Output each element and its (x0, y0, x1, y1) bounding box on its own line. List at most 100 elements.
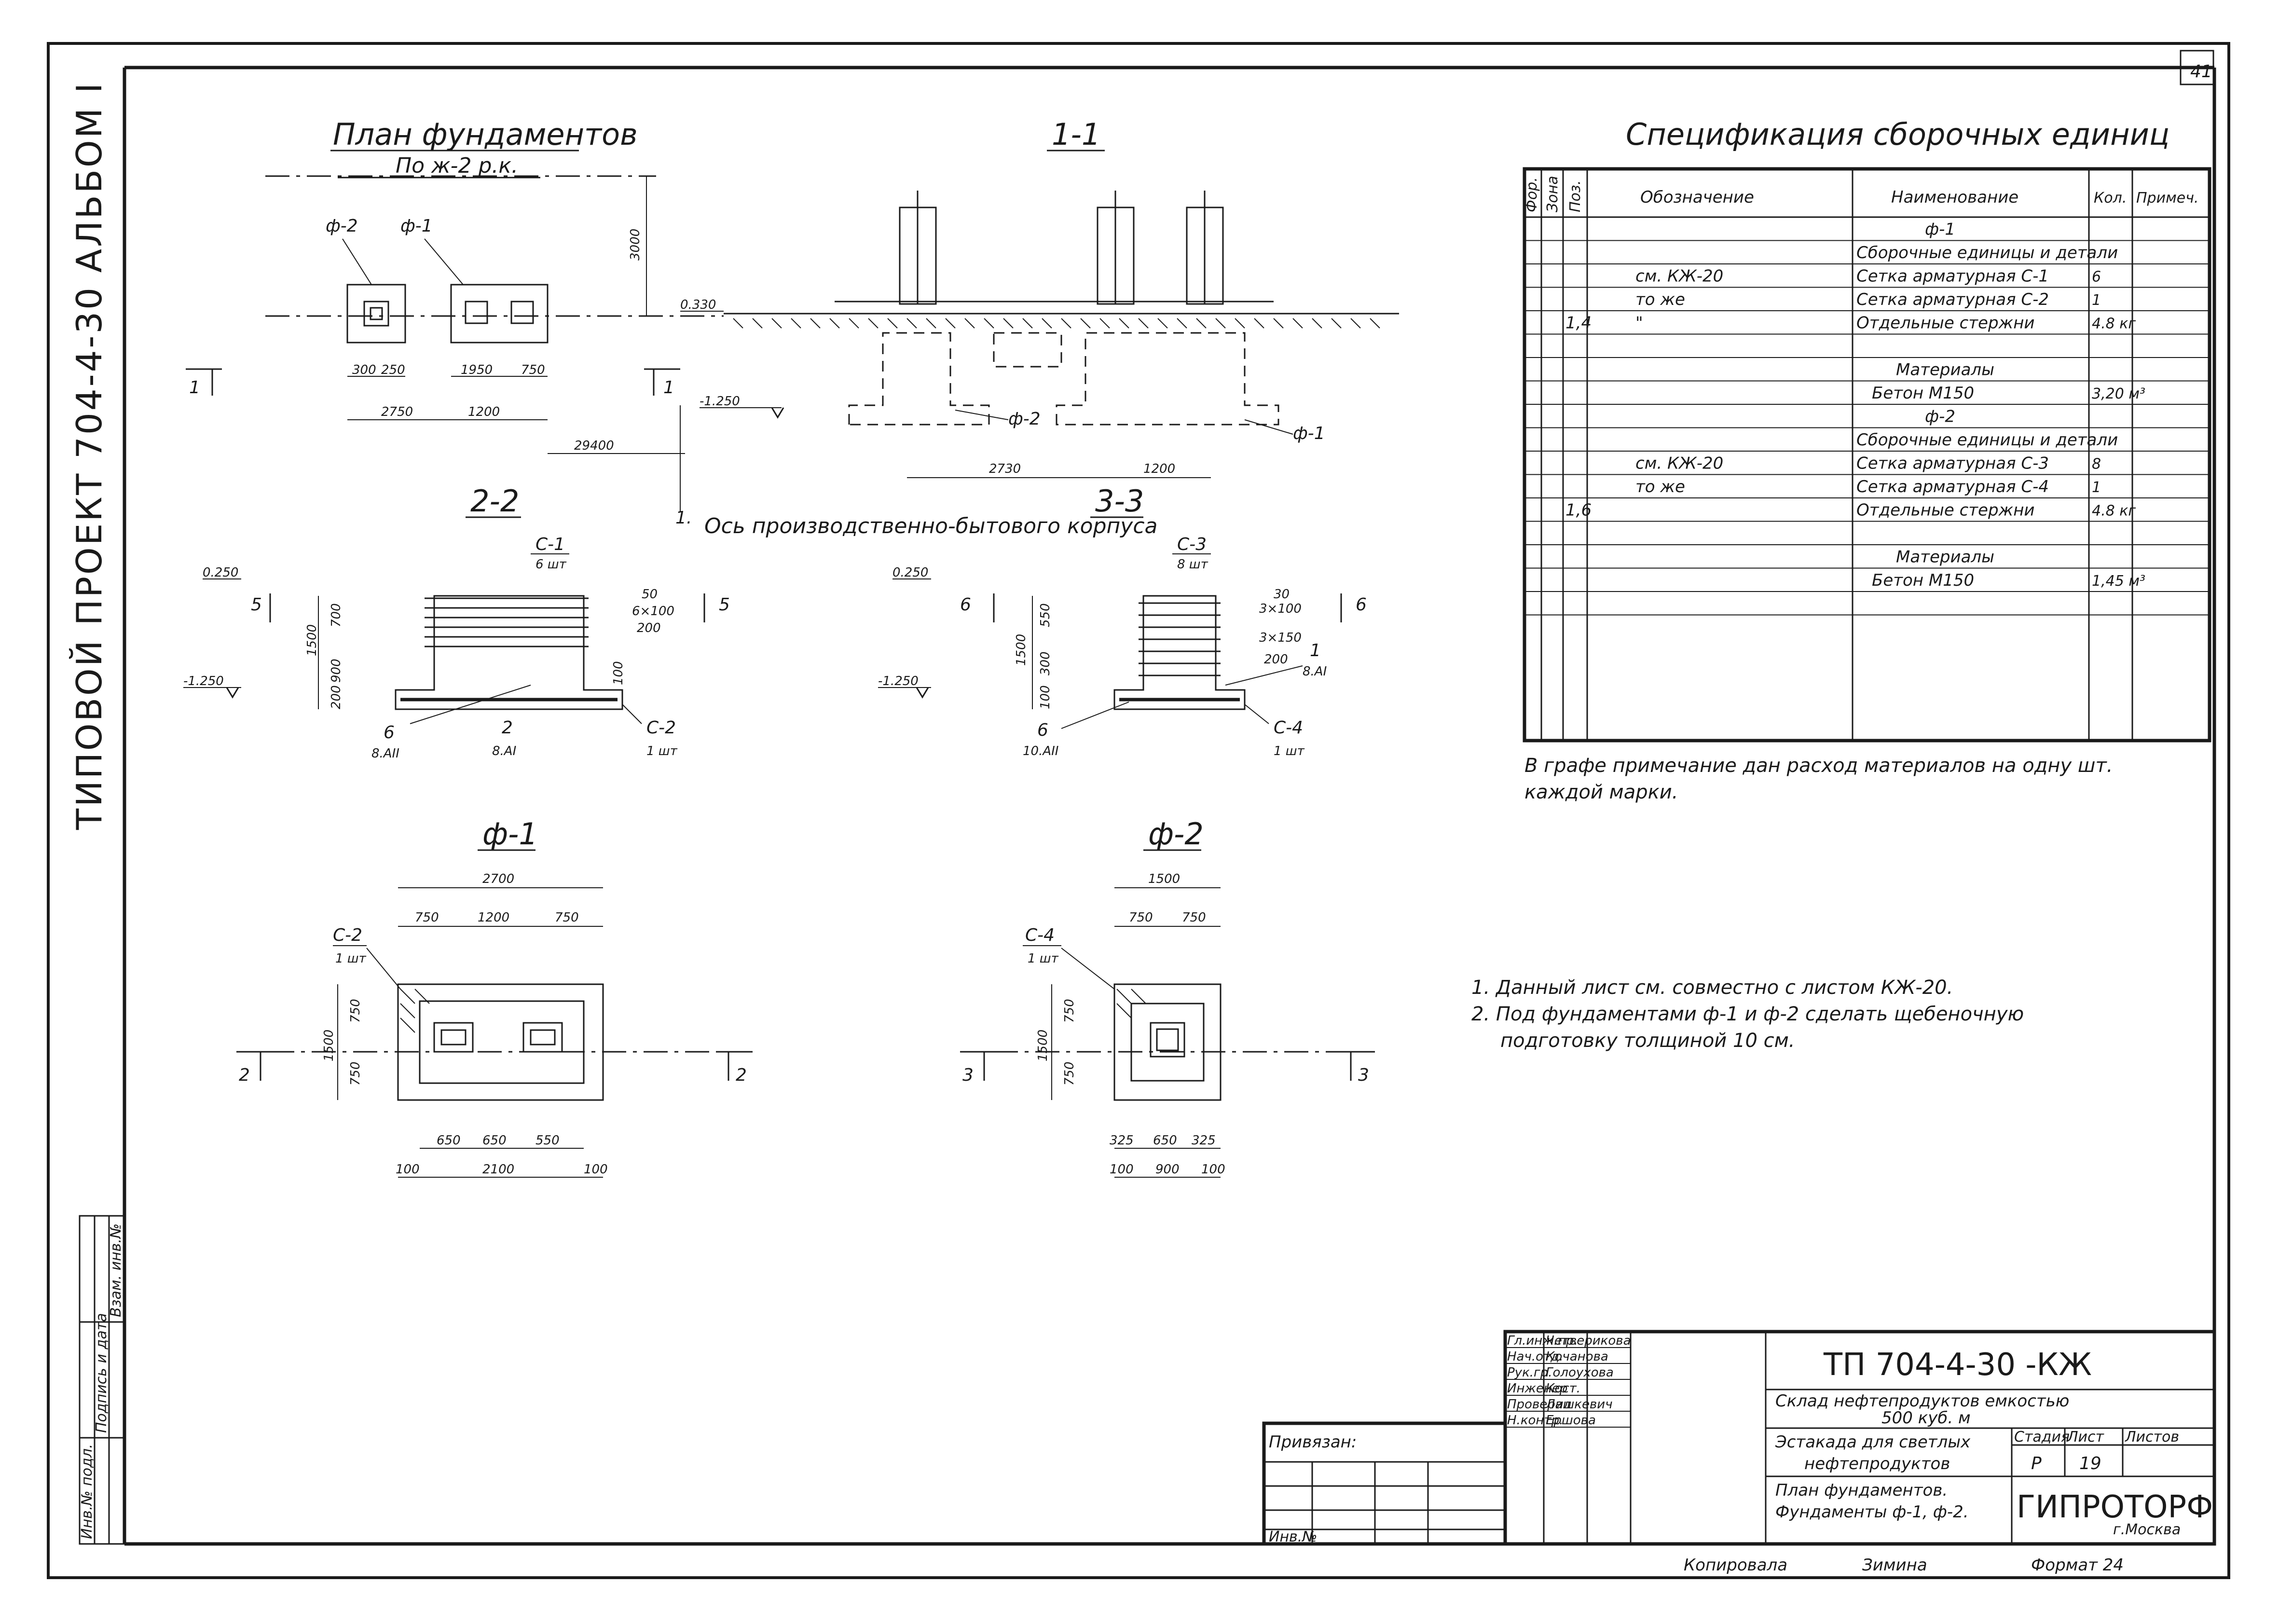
s33-mark-6b: 6 (1356, 595, 1367, 615)
s33-mesh-top: С-3 (1177, 535, 1207, 554)
s33-dim-2: 550 (1038, 603, 1053, 627)
s22-mark-5b: 5 (719, 595, 730, 615)
tb-format: Формат 24 (2031, 1555, 2124, 1575)
spec-cell-name: Отдельные стержни (1856, 501, 2035, 520)
section-2-2: 2-2 С-1 6 шт 0.250 -1.250 5 5 1500 700 9… (183, 483, 730, 761)
s22-dim-7: 200 (637, 621, 661, 635)
tb-sheet-2: Фундаменты ф-1, ф-2. (1775, 1502, 1969, 1522)
note-1: 1. Данный лист см. совместно с листом КЖ… (1471, 977, 1953, 999)
s22-level-top: 0.250 (203, 565, 238, 580)
spec-cell-qty: 1,45 м³ (2092, 573, 2145, 590)
s33-dim-7: 3×150 (1259, 631, 1302, 645)
f1-dim-top-4: 750 (555, 910, 579, 925)
title-block: Гл.инж.пр.ЧетвериковаНач.отд.КочановаРук… (1262, 1330, 2216, 1575)
f1-dim-bot-3: 550 (535, 1133, 560, 1148)
spec-footnote-2: каждой марки. (1524, 781, 1678, 803)
s33-mark-6a: 6 (960, 595, 971, 615)
s11-level-bottom: -1.250 (700, 394, 740, 409)
specification-table: Спецификация сборочных единиц Фор. Зона … (1523, 117, 2211, 803)
note-3: подготовку толщиной 10 см. (1500, 1030, 1795, 1052)
section-2-2-title: 2-2 (470, 483, 519, 519)
plan-title: План фундаментов (333, 117, 638, 152)
plan-cut-1a: 1 (189, 378, 200, 398)
spec-hdr-name: Наименование (1891, 188, 2018, 207)
s22-ref-2-sub: 8.АI (492, 744, 516, 758)
spec-cell-name: Материалы (1896, 548, 1994, 567)
general-notes: 1. Данный лист см. совместно с листом КЖ… (1471, 977, 2024, 1052)
f1-title: ф-1 (482, 816, 538, 852)
spec-cell-qty: 1 (2092, 292, 2101, 309)
spec-cell-designation: то же (1635, 477, 1685, 496)
spec-cell-name: Сетка арматурная С-2 (1856, 290, 2049, 309)
s22-dim-5: 50 (642, 587, 658, 602)
spec-hdr-designation: Обозначение (1640, 188, 1754, 207)
spec-cell-name: Бетон М150 (1872, 384, 1974, 403)
spec-cell-name: Бетон М150 (1872, 571, 1974, 590)
spec-cell-name: ф-1 (1925, 220, 1955, 239)
spec-cell-pos: 1,6 (1565, 501, 1592, 520)
foundation-f2-plan: ф-2 1500 750 750 С-4 1 шт 1500 750 750 3… (960, 816, 1375, 1178)
tb-copier: Зимина (1862, 1555, 1927, 1575)
spec-cell-name: Сетка арматурная С-1 (1856, 267, 2049, 286)
tb-privyazan: Привязан: (1269, 1432, 1357, 1452)
plan-dim-6: 1200 (468, 405, 500, 419)
f1-cut-2a: 2 (239, 1065, 250, 1085)
f2-dim-top-3: 750 (1182, 910, 1206, 925)
spec-hdr-zone: Зона (1544, 176, 1561, 212)
spec-cell-qty: 3,20 м³ (2092, 385, 2145, 402)
s33-dim-8: 200 (1264, 652, 1288, 667)
side-stamp: Инв.№ подл. Подпись и дата Взам. инв.№ (79, 1215, 125, 1545)
spec-cell-name: Сборочные единицы и детали (1856, 430, 2118, 450)
side-title: ТИПОВОЙ ПРОЕКТ 704-4-30 АЛЬБОМ I (69, 81, 110, 830)
title-block-signatures: Гл.инж.пр.ЧетвериковаНач.отд.КочановаРук… (1505, 1334, 1631, 1428)
tb-role: Проверил (1507, 1397, 1571, 1412)
s22-dim-4: 200 (329, 685, 343, 709)
s22-ref-6-sub: 8.АII (371, 746, 399, 761)
f1-dim-top-3: 1200 (478, 910, 509, 925)
s22-level-bottom: -1.250 (183, 674, 224, 688)
s11-label-f2: ф-2 (1008, 409, 1041, 429)
plan-dim-1: 300 (352, 363, 376, 377)
s33-dim-4: 100 (1038, 685, 1053, 709)
s33-dim-1: 1500 (1014, 634, 1029, 666)
spec-cell-name: Сборочные единицы и детали (1856, 243, 2118, 262)
s33-level-top: 0.250 (892, 565, 928, 580)
spec-cell-qty: 6 (2092, 269, 2101, 286)
f1-dim-side-3: 750 (348, 1061, 363, 1086)
spec-hdr-note: Примеч. (2136, 190, 2198, 206)
section-1-1-title: 1-1 (1052, 117, 1100, 152)
spec-cell-designation: то же (1635, 290, 1685, 309)
f2-dim-side-2: 750 (1062, 999, 1077, 1023)
plan-dim-8: 3000 (628, 229, 643, 261)
spec-cell-qty: 4.8 кг (2092, 316, 2136, 332)
s33-ref-6-sub: 10.АII (1023, 744, 1058, 758)
tb-role: Рук.гр. (1507, 1365, 1552, 1380)
plan-view: План фундаментов По ж-2 р.к. ф-2 ф-1 300… (186, 117, 1157, 538)
plan-dim-7: 29400 (574, 439, 614, 453)
section-3-3: 3-3 С-3 8 шт 0.250 -1.250 6 6 1500 550 3… (878, 483, 1367, 758)
f1-dim-bot-4: 2100 (482, 1162, 514, 1177)
plan-cut-1b: 1 (663, 378, 674, 398)
tb-role: Гл.инж.пр. (1507, 1334, 1578, 1348)
tb-name: Четверикова (1546, 1334, 1631, 1348)
foundation-f1-plan: ф-1 2700 750 1200 750 С-2 1 шт 1500 750 … (236, 816, 753, 1178)
tb-project-1: Склад нефтепродуктов емкостью (1775, 1391, 2069, 1411)
f2-dim-bot-1: 325 (1110, 1133, 1134, 1148)
spec-cell-designation: " (1635, 314, 1643, 333)
plan-subtitle: По ж-2 р.к. (396, 153, 518, 178)
spec-hdr-qty: Кол. (2094, 190, 2127, 206)
section-1-1: 1-1 0.330 -1.250 ф-2 ф-1 2730 1200 (680, 117, 1399, 478)
f2-cut-3b: 3 (1358, 1065, 1369, 1085)
tb-name: Кочанова (1546, 1349, 1608, 1364)
tb-stage-hdr: Стадия (2014, 1429, 2070, 1445)
spec-hdr-pos: Поз. (1567, 180, 1584, 212)
f2-dim-side-1: 1500 (1036, 1030, 1050, 1061)
s11-dim-2: 1200 (1143, 462, 1175, 476)
s33-dim-3: 300 (1038, 651, 1053, 675)
spec-cell-pos: 1,4 (1565, 314, 1592, 333)
f1-dim-top-1: 2700 (482, 872, 514, 886)
plan-label-f1: ф-1 (400, 216, 433, 236)
s22-ref-6: 6 (384, 723, 395, 743)
s11-label-f1: ф-1 (1293, 424, 1325, 443)
